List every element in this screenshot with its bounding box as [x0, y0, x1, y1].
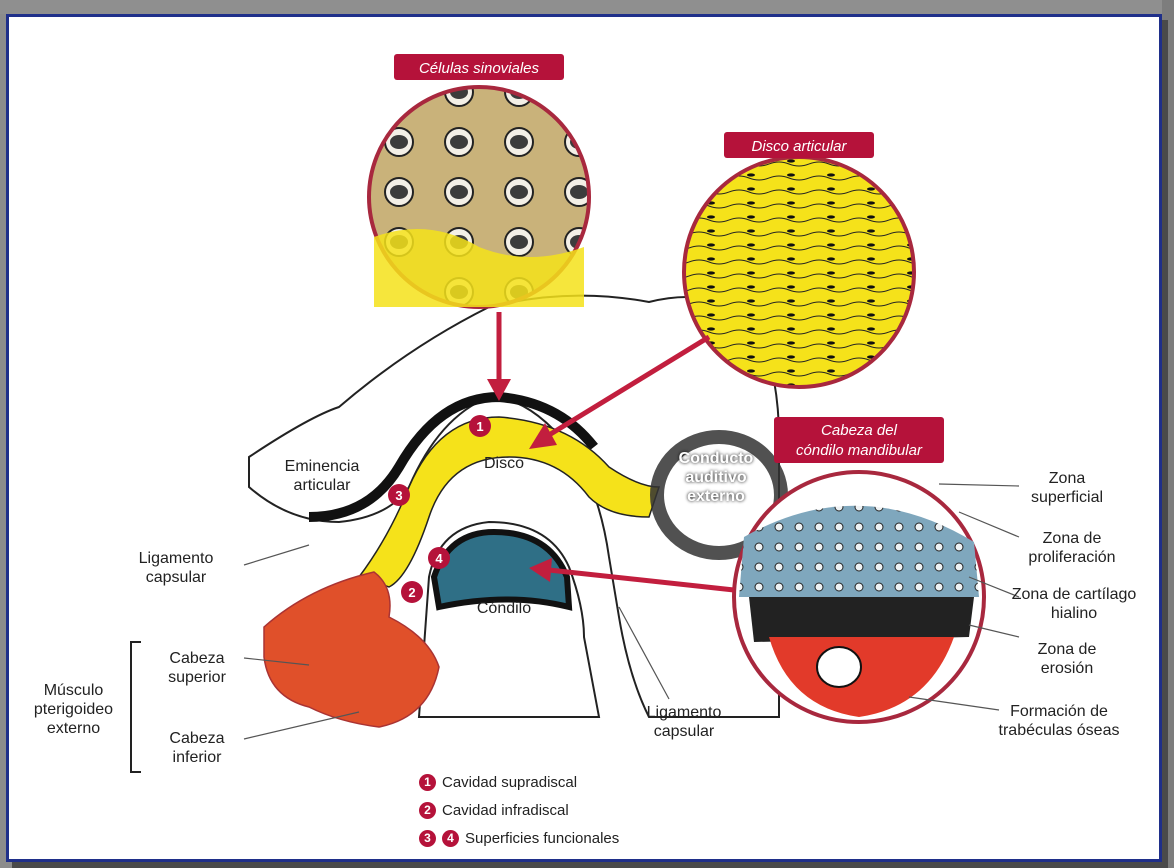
- legend-text-1: Cavidad supradiscal: [442, 774, 577, 791]
- label-cabeza-inferior: Cabeza inferior: [157, 729, 237, 767]
- svg-text:3: 3: [395, 488, 402, 503]
- label-ligamento-left: Ligamento capsular: [121, 549, 231, 587]
- label-zona-cartilago: Zona de cartílago hialino: [1009, 585, 1139, 623]
- label-zona-erosion: Zona de erosión: [1017, 640, 1117, 678]
- label-cabeza-superior: Cabeza superior: [157, 649, 237, 687]
- tag-condyle-text-2: cóndilo mandibular: [796, 442, 923, 459]
- label-disco: Disco: [464, 454, 544, 473]
- legend-num-1: 1: [419, 774, 436, 791]
- hyaline-zone: [749, 597, 974, 642]
- legend-num-4: 4: [442, 830, 459, 847]
- legend-row-2: 2 Cavidad infradiscal: [419, 802, 569, 819]
- legend-text-3: Superficies funcionales: [465, 830, 619, 847]
- label-conducto: Conducto auditivo externo: [671, 449, 761, 506]
- svg-text:2: 2: [408, 585, 415, 600]
- svg-text:4: 4: [435, 551, 443, 566]
- trabecula-hole: [817, 647, 861, 687]
- tag-condyle-text-1: Cabeza del: [821, 422, 898, 439]
- legend-text-2: Cavidad infradiscal: [442, 802, 569, 819]
- tag-disc-text: Disco articular: [751, 138, 847, 155]
- svg-text:1: 1: [476, 419, 483, 434]
- label-condilo: Cóndilo: [469, 599, 539, 618]
- label-ligamento-bottom: Ligamento capsular: [629, 703, 739, 741]
- label-zona-proliferacion: Zona de proliferación: [1017, 529, 1127, 567]
- label-eminencia: Eminencia articular: [277, 457, 367, 495]
- legend-row-1: 1 Cavidad supradiscal: [419, 774, 577, 791]
- label-zona-superficial: Zona superficial: [1017, 469, 1117, 507]
- legend-num-2: 2: [419, 802, 436, 819]
- muscle-bracket: [131, 642, 141, 772]
- tag-synovial-text: Células sinoviales: [419, 60, 540, 77]
- label-formacion: Formación de trabéculas óseas: [989, 702, 1129, 740]
- right-bar: [1162, 0, 1174, 868]
- legend-num-3: 3: [419, 830, 436, 847]
- label-musculo: Músculo pterigoideo externo: [21, 681, 126, 738]
- diagram-frame: Células sinoviales Disco articular Cabez…: [6, 14, 1162, 862]
- top-bar: [0, 0, 1174, 14]
- disc-magnifier: [684, 157, 914, 387]
- legend-row-3: 3 4 Superficies funcionales: [419, 830, 619, 847]
